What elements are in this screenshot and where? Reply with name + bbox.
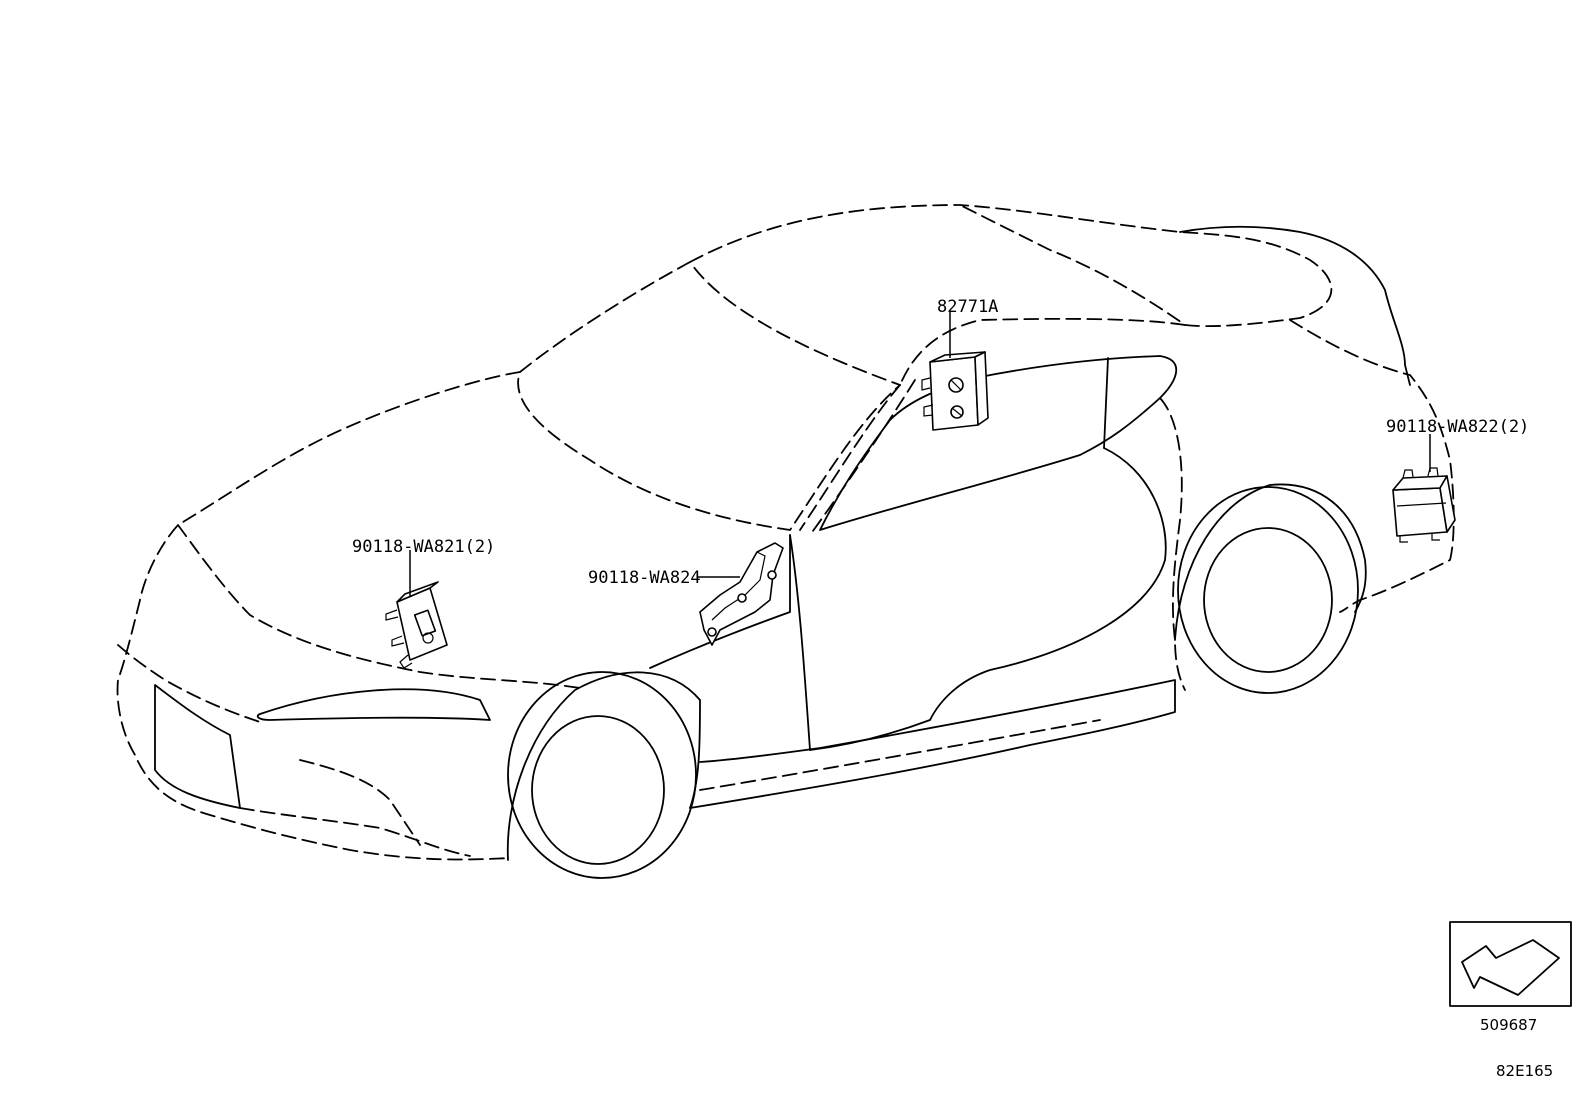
callout-90118-wa824: 90118-WA824 (588, 568, 701, 588)
diagram-code: 82E165 (1496, 1062, 1553, 1080)
car-front-nose (117, 644, 261, 723)
car-front-bumper (239, 807, 471, 857)
car-door-front-edge (789, 534, 811, 751)
rear-tire (1177, 486, 1359, 694)
car-roof-rear (899, 317, 1186, 386)
car-side-skirt (689, 679, 1176, 809)
car-a-pillar-inner (809, 379, 916, 536)
car-rear-haunch (1289, 319, 1455, 613)
front-wheel-arch (506, 671, 701, 861)
view-number: 509687 (1480, 1016, 1537, 1034)
module-rear-top (1392, 475, 1448, 491)
rear-wheel (1174, 483, 1367, 694)
car-door-rear-edge (809, 447, 1167, 751)
module-front (385, 581, 448, 669)
bracket-a-pillar-bolt-lower (707, 627, 717, 637)
view-direction-arrow-icon (1449, 921, 1572, 1007)
module-rear-body (1392, 487, 1448, 537)
bracket-a-pillar-bolt-upper (767, 570, 777, 580)
car-front-intake (299, 759, 421, 846)
car-roof (689, 204, 1333, 328)
car-rear-quarter (1159, 397, 1186, 691)
module-front-top (396, 581, 439, 603)
car-front-grille (154, 684, 241, 809)
callout-90118-wa822: 90118-WA822(2) (1386, 417, 1529, 437)
front-wheel (506, 671, 701, 879)
module-rear (1392, 467, 1456, 543)
bracket-a-pillar (699, 542, 784, 646)
module-front-bracket-1 (385, 609, 399, 621)
view-direction-frame (1449, 921, 1572, 1007)
car-b-pillar (1103, 357, 1109, 449)
car-side-skirt-lower (699, 719, 1101, 791)
module-82771a-tab-lower (923, 404, 934, 417)
bracket-a-pillar-bolt-mid (737, 593, 747, 603)
module-rear-side (1439, 475, 1456, 533)
car-headlight (256, 688, 491, 721)
car-hood-contour (116, 371, 521, 861)
rear-rim (1203, 527, 1333, 673)
callout-82771a: 82771A (937, 297, 998, 317)
module-82771a (921, 351, 989, 431)
rear-wheel-arch (1174, 483, 1367, 641)
module-rear-clip-1 (1402, 469, 1414, 479)
module-front-bracket-3 (399, 654, 413, 669)
car-side-window (819, 355, 1178, 531)
module-front-bracket-2 (391, 635, 405, 647)
module-82771a-mark-1 (950, 379, 962, 391)
car-outline (116, 204, 1455, 879)
module-82771a-side (974, 351, 989, 426)
module-rear-foot (1399, 534, 1440, 543)
car-windshield (517, 261, 901, 531)
module-82771a-mark-2 (951, 407, 963, 417)
car-rear-spoiler (1179, 225, 1411, 386)
bracket-a-pillar-fold (711, 551, 766, 621)
car-a-pillar (799, 384, 901, 531)
module-82771a-body (929, 356, 979, 431)
front-rim (531, 715, 665, 865)
car-hood-center-line (177, 524, 581, 689)
callout-90118-wa821: 90118-WA821(2) (352, 537, 495, 557)
module-rear-clip-2 (1427, 467, 1439, 477)
module-rear-seam (1396, 502, 1447, 507)
car-front-fender (649, 534, 791, 669)
front-tire (507, 671, 697, 879)
module-82771a-tab-left (921, 377, 931, 391)
module-front-connector-pin (422, 632, 434, 644)
view-direction-arrow (1461, 939, 1560, 996)
